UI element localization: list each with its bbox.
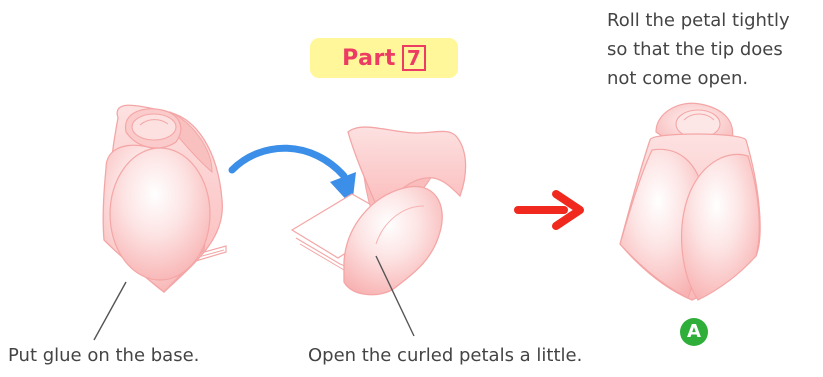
step-marker-letter: A [680, 318, 708, 346]
flower-base-illustration [94, 105, 226, 340]
caption-open-petals: Open the curled petals a little. [308, 345, 582, 366]
caption-roll-line: Roll the petal tightly [607, 6, 822, 35]
caption-glue-base: Put glue on the base. [8, 345, 199, 366]
flower-rolled-illustration [620, 103, 760, 300]
caption-roll-line: so that the tip does [607, 35, 822, 64]
caption-roll-line: not come open. [607, 64, 822, 93]
right-arrow-icon [518, 194, 580, 226]
curved-arrow-icon [232, 148, 356, 206]
caption-roll-petal: Roll the petal tightly so that the tip d… [607, 6, 822, 93]
